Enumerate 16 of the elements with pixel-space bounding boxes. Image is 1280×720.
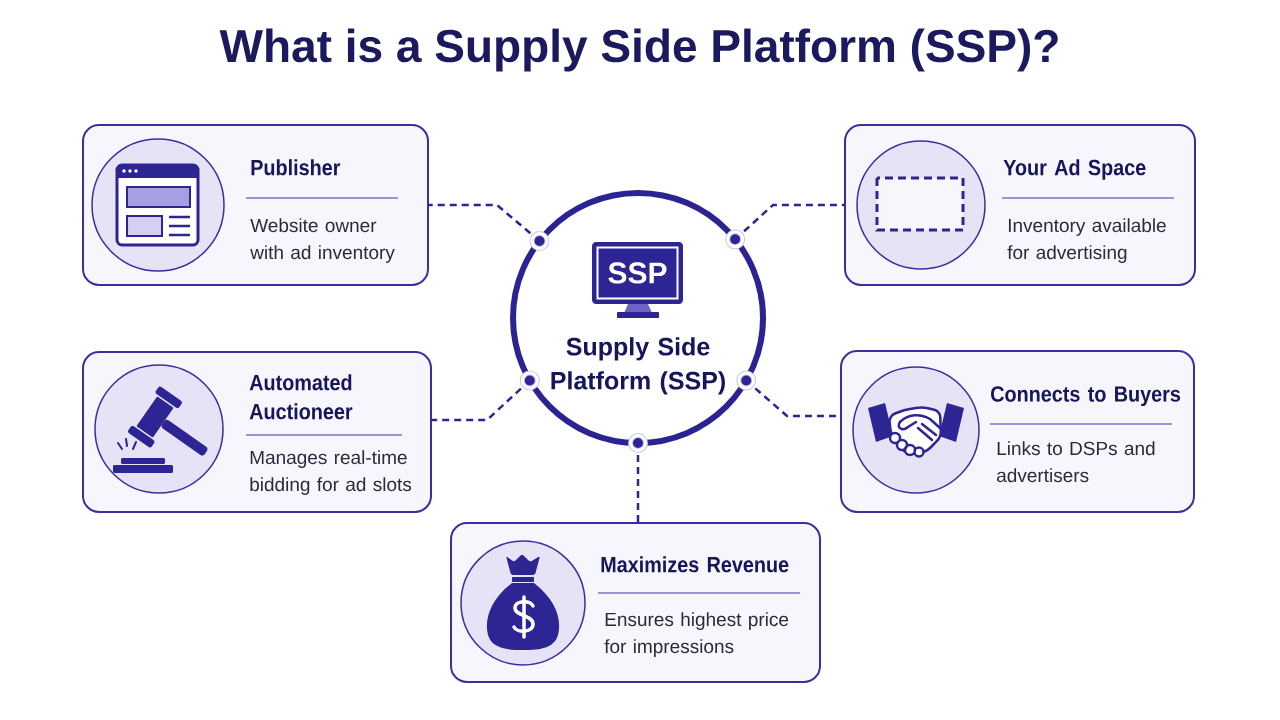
card-heading: Publisher: [251, 159, 341, 176]
card-description: Inventory available for advertising: [1007, 218, 1166, 263]
dashed-connector: [628, 433, 648, 523]
card-description: Manages real-time bidding for ad slots: [250, 450, 412, 495]
dashed-connector: [725, 203, 845, 250]
card-heading: Connects to Buyers: [991, 386, 1181, 407]
card-heading: Your Ad Space: [1003, 159, 1146, 180]
dashed-connector: [428, 203, 550, 252]
card-description: Links to DSPs and advertisers: [997, 441, 1155, 483]
card-heading: Automated Auctioneer: [249, 374, 353, 420]
card-heading: Maximizes Revenue: [601, 556, 789, 573]
card-description: Website owner with ad inventory: [250, 218, 395, 263]
monitor: SSP: [592, 242, 683, 318]
card-description: Ensures highest price for impressions: [604, 612, 789, 657]
title: What is a Supply Side Platform (SSP)?: [219, 28, 1058, 72]
dashed-connector: [431, 370, 540, 422]
